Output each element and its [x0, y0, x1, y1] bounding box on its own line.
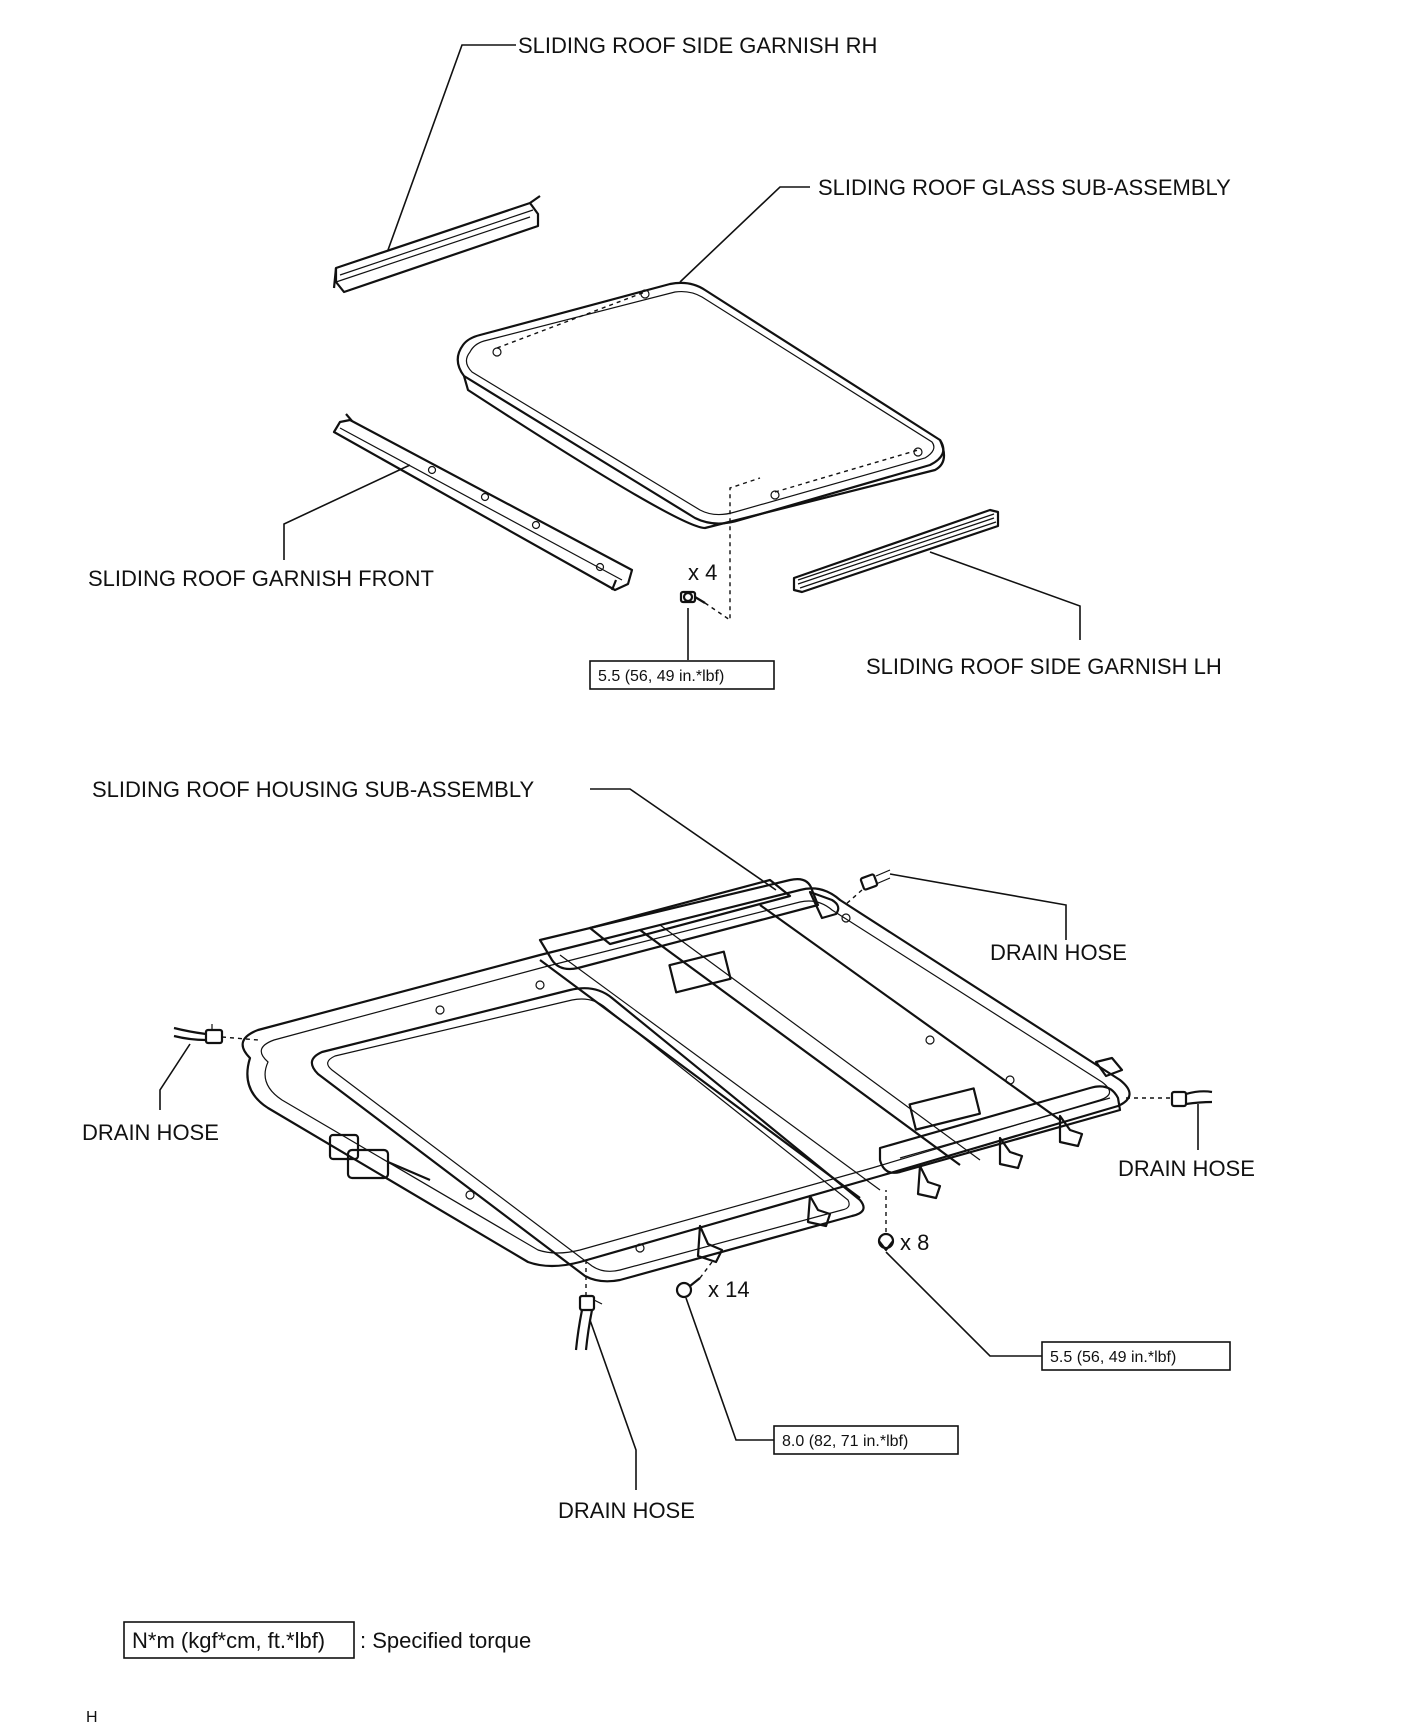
- legend-description: : Specified torque: [360, 1628, 531, 1653]
- drain-hose-rear-right-label: DRAIN HOSE: [990, 940, 1127, 965]
- glass-sub-assembly-label: SLIDING ROOF GLASS SUB-ASSEMBLY: [818, 175, 1231, 200]
- drain-hose-front-label: DRAIN HOSE: [558, 1498, 695, 1523]
- drain-hose-rear-right-leader: [889, 873, 1067, 940]
- housing-bolt-torque-box: [773, 1425, 959, 1455]
- drain-hose-rear-right-part: [859, 869, 891, 891]
- housing-nut-torque: 5.5 (56, 49 in.*lbf): [1050, 1349, 1176, 1366]
- drain-hose-left-label: DRAIN HOSE: [82, 1120, 219, 1145]
- legend-units: N*m (kgf*cm, ft.*lbf): [132, 1628, 325, 1653]
- sliding-roof-housing-part: [241, 878, 1131, 1283]
- housing-sub-assembly-leader: [590, 788, 777, 891]
- glass-bolt-torque-box: [589, 660, 775, 690]
- glass-bolt-dash-line: [704, 477, 761, 622]
- drain-hose-right-part: [1170, 1090, 1213, 1108]
- drain-hose-left-leader: [159, 1043, 191, 1110]
- drain-hose-right-label: DRAIN HOSE: [1118, 1156, 1255, 1181]
- side-garnish-lh-part: [792, 508, 1000, 594]
- housing-bolt-leader: [685, 1297, 774, 1441]
- glass-bolt-torque: 5.5 (56, 49 in.*lbf): [598, 668, 724, 685]
- housing-nut-icon: [877, 1232, 895, 1252]
- garnish-front-part: [332, 413, 634, 592]
- glass-bolt-icon: [679, 590, 706, 604]
- glass-bolt-qty: x 4: [688, 560, 717, 585]
- housing-bolt-torque: 8.0 (82, 71 in.*lbf): [782, 1433, 908, 1450]
- drain-hose-front-part: [574, 1294, 603, 1351]
- drain-hose-front-leader: [589, 1319, 637, 1490]
- drain-hose-rear-right-dash: [844, 889, 863, 906]
- corner-code: H: [86, 1709, 98, 1726]
- housing-nut-qty: x 8: [900, 1230, 929, 1255]
- side-garnish-rh-leader: [387, 44, 516, 251]
- garnish-front-leader: [283, 464, 411, 560]
- drain-hose-left-dash: [221, 1036, 259, 1041]
- side-garnish-lh-label: SLIDING ROOF SIDE GARNISH LH: [866, 654, 1222, 679]
- side-garnish-rh-label: SLIDING ROOF SIDE GARNISH RH: [518, 33, 877, 58]
- glass-sub-assembly-part: [456, 281, 946, 530]
- housing-sub-assembly-label: SLIDING ROOF HOUSING SUB-ASSEMBLY: [92, 777, 534, 802]
- housing-bolt-icon: [675, 1277, 701, 1299]
- glass-sub-assembly-leader: [679, 186, 810, 283]
- housing-bolt-qty: x 14: [708, 1277, 750, 1302]
- drain-hose-left-part: [173, 1024, 224, 1045]
- side-garnish-rh-part: [332, 195, 541, 294]
- side-garnish-lh-leader: [929, 551, 1081, 640]
- housing-nut-leader: [885, 1251, 1042, 1357]
- legend-units-box: [123, 1621, 355, 1659]
- housing-nut-torque-box: [1041, 1341, 1231, 1371]
- garnish-front-label: SLIDING ROOF GARNISH FRONT: [88, 566, 434, 591]
- housing-bolt-dash: [699, 1261, 713, 1279]
